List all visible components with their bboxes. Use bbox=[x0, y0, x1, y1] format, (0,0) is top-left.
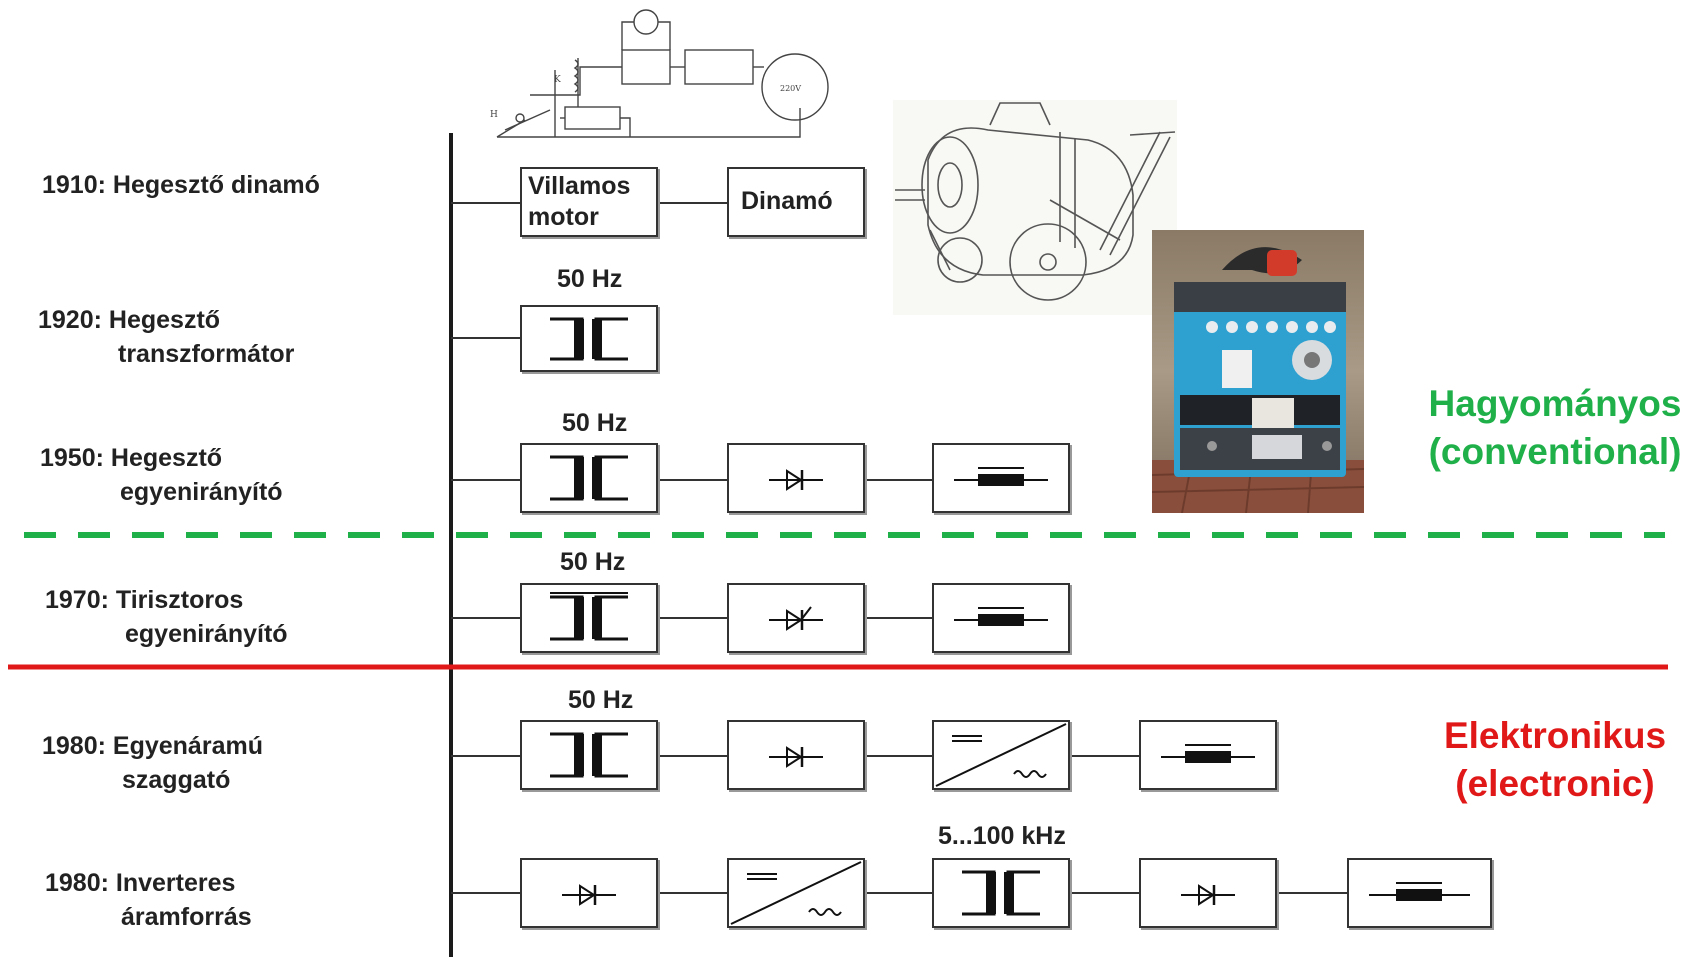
choke-icon bbox=[934, 585, 1068, 651]
output-rectifier-block bbox=[1139, 858, 1277, 928]
row-year: 1910: bbox=[42, 171, 106, 199]
transformer-icon bbox=[522, 722, 656, 788]
frequency-label-1980-chopper: 50 Hz bbox=[568, 686, 633, 715]
row-year: 1970: bbox=[45, 586, 109, 614]
row-title: Hegesztő bbox=[111, 444, 222, 472]
electric-motor-block: Villamos motor bbox=[520, 167, 658, 237]
row-subtitle: egyenirányító bbox=[45, 617, 288, 651]
frequency-label-1980-inverter: 5...100 kHz bbox=[938, 822, 1066, 851]
row-year: 1980: bbox=[42, 732, 106, 760]
inductor-filter-block bbox=[1347, 858, 1492, 928]
row-year: 1950: bbox=[40, 444, 104, 472]
rectifier-block bbox=[727, 720, 865, 790]
row-subtitle: szaggató bbox=[42, 763, 263, 797]
thyristor-rectifier-block bbox=[727, 583, 865, 653]
transformer-icon bbox=[522, 445, 656, 511]
row-label-1980-inverter: 1980: Inverteres áramforrás bbox=[45, 866, 252, 934]
transformer-block bbox=[520, 305, 658, 372]
inductor-filter-block bbox=[932, 583, 1070, 653]
conventional-section-label: Hagyományos (conventional) bbox=[1410, 380, 1700, 476]
welding-machine-photo bbox=[1152, 230, 1364, 513]
electronic-label-line1: Elektronikus bbox=[1444, 715, 1666, 756]
row-label-1910: 1910: Hegesztő dinamó bbox=[42, 168, 320, 202]
frequency-label-1920: 50 Hz bbox=[557, 265, 622, 294]
svg-text:220V: 220V bbox=[780, 84, 801, 93]
motor-label-line1: Villamos bbox=[528, 172, 630, 200]
hf-transformer-block bbox=[932, 858, 1070, 928]
row-label-1970: 1970: Tirisztoros egyenirányító bbox=[45, 583, 288, 651]
motor-label-line2: motor bbox=[528, 203, 599, 231]
frequency-label-1950: 50 Hz bbox=[562, 409, 627, 438]
rectifier-block bbox=[727, 443, 865, 513]
row-year: 1920: bbox=[38, 306, 102, 334]
frequency-label-1970: 50 Hz bbox=[560, 548, 625, 577]
row-title: Tirisztoros bbox=[116, 586, 243, 614]
row-subtitle: transzformátor bbox=[38, 337, 294, 371]
electronic-label-line2: (electronic) bbox=[1455, 763, 1654, 804]
welding-circuit-schematic: K H 220V bbox=[490, 10, 828, 137]
dynamo-sketch bbox=[893, 100, 1177, 315]
inductor-filter-block bbox=[1139, 720, 1277, 790]
svg-text:K: K bbox=[554, 75, 561, 85]
dc-ac-converter-icon bbox=[729, 860, 863, 926]
diode-icon bbox=[522, 860, 656, 926]
inverter-block bbox=[727, 858, 865, 928]
row-label-1950: 1950: Hegesztő egyenirányító bbox=[40, 441, 283, 509]
conventional-label-line1: Hagyományos bbox=[1429, 383, 1682, 424]
row-subtitle: egyenirányító bbox=[40, 475, 283, 509]
thyristor-icon bbox=[729, 585, 863, 651]
diode-icon bbox=[729, 722, 863, 788]
dc-ac-converter-icon bbox=[934, 722, 1068, 788]
inductor-filter-block bbox=[932, 443, 1070, 513]
dynamo-block: Dinamó bbox=[727, 167, 865, 237]
row-label-1920: 1920: Hegesztő transzformátor bbox=[38, 303, 294, 371]
row-title: Inverteres bbox=[116, 869, 236, 897]
transformer-icon bbox=[522, 307, 656, 370]
row-title: Hegesztő dinamó bbox=[113, 171, 320, 199]
row-label-1980-chopper: 1980: Egyenáramú szaggató bbox=[42, 729, 263, 797]
choke-icon bbox=[934, 445, 1068, 511]
transformer-icon bbox=[934, 860, 1068, 926]
row-title: Hegesztő bbox=[109, 306, 220, 334]
dc-chopper-block bbox=[932, 720, 1070, 790]
rectifier-block bbox=[520, 858, 658, 928]
diode-icon bbox=[1141, 860, 1275, 926]
row-year: 1980: bbox=[45, 869, 109, 897]
row-title: Egyenáramú bbox=[113, 732, 263, 760]
transformer-block bbox=[520, 443, 658, 513]
choke-icon bbox=[1141, 722, 1275, 788]
choke-icon bbox=[1349, 860, 1490, 926]
svg-text:H: H bbox=[490, 110, 498, 120]
diode-icon bbox=[729, 445, 863, 511]
dynamo-label: Dinamó bbox=[729, 169, 863, 234]
transformer-block bbox=[520, 583, 658, 653]
conventional-label-line2: (conventional) bbox=[1429, 431, 1682, 472]
electronic-section-label: Elektronikus (electronic) bbox=[1410, 712, 1700, 808]
transformer-block bbox=[520, 720, 658, 790]
row-subtitle: áramforrás bbox=[45, 900, 252, 934]
transformer-icon bbox=[522, 585, 656, 651]
